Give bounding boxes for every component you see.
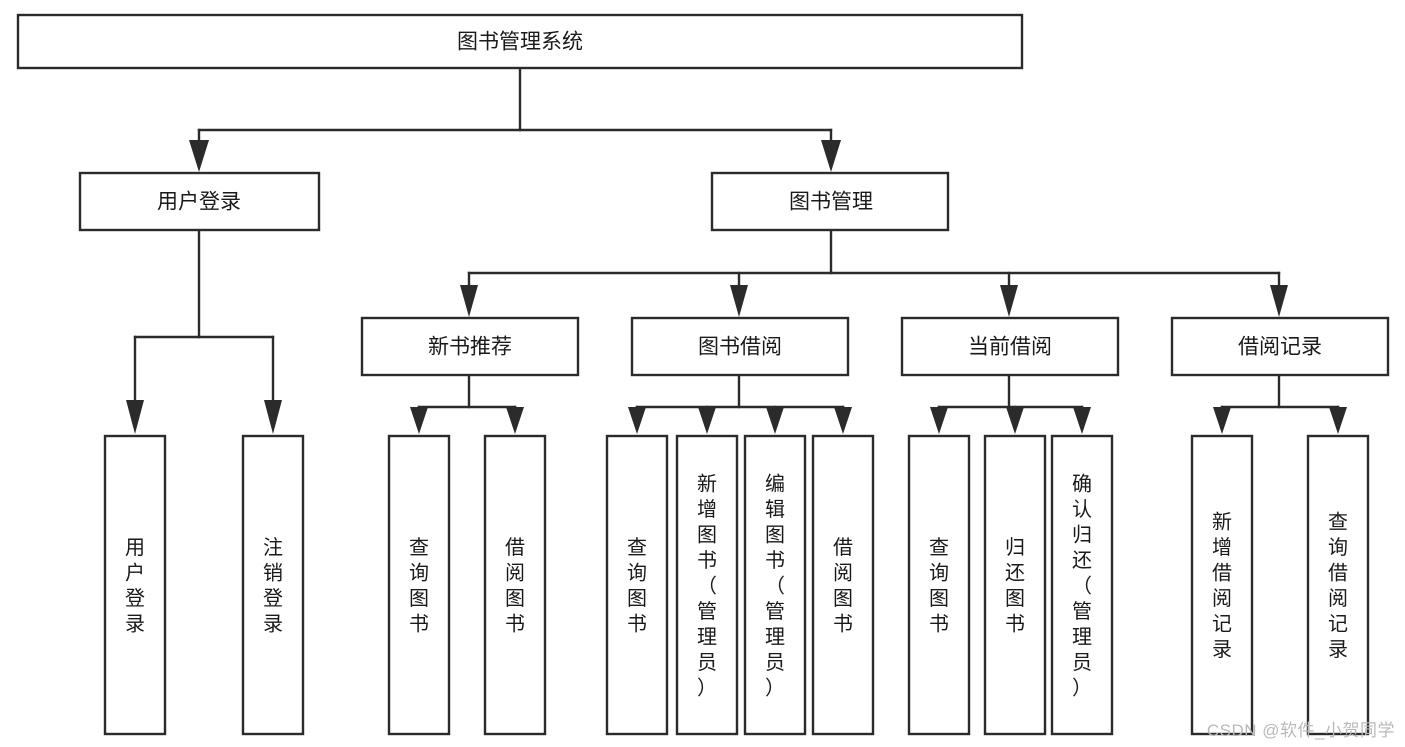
arrow-head-leaf-user-login [126,400,144,434]
connector-layer [126,66,1347,434]
node-leaf-6-box [743,434,807,736]
node-current-borrowing-box [900,316,1120,377]
node-root-label: 图书管理系统 [457,31,583,54]
node-leaf-3-box [483,434,547,736]
node-leaf-11[interactable]: 新增借阅记录 [1190,434,1254,736]
node-leaf-6-label: 编辑图书（管理员） [765,472,785,699]
arrow-head-currentborrow-leaf-3 [1073,407,1091,434]
arrow-head-current-borrow [1000,285,1018,317]
node-leaf-10-box [1050,434,1114,736]
node-leaf-1-label: 注销登录 [263,536,283,636]
node-leaf-4[interactable]: 查询图书 [605,434,669,736]
node-book-borrowing-box [630,316,850,377]
node-root-box [16,13,1024,70]
arrow-head-currentborrow-leaf-1 [930,407,948,434]
arrow-head-bookborrow-leaf-1 [628,407,646,434]
node-borrowing-record-label: 借阅记录 [1238,336,1322,359]
arrow-head-bookborrow-leaf-2 [698,407,716,434]
node-borrowing-record[interactable]: 借阅记录 [1170,316,1390,377]
node-user-login-box [78,171,321,232]
node-leaf-9[interactable]: 归还图书 [983,434,1047,736]
arrow-head-borrowrecord-leaf-2 [1329,407,1347,434]
arrow-head-newbook-leaf-2 [506,407,524,434]
arrow-head-book-mgmt [821,140,841,172]
node-leaf-5-box [675,434,739,736]
node-leaf-10[interactable]: 确认归还（管理员） [1050,434,1114,736]
node-leaf-2-label: 查询图书 [409,536,429,636]
node-leaf-9-box [983,434,1047,736]
node-leaf-0-label: 用户登录 [125,537,145,636]
arrow-head-currentborrow-leaf-2 [1006,407,1024,434]
node-leaf-0[interactable]: 用户登录 [103,434,167,736]
arrow-head-newbook-leaf-1 [410,407,428,434]
node-new-book-recommendation[interactable]: 新书推荐 [360,316,580,377]
node-leaf-7[interactable]: 借阅图书 [811,434,875,736]
node-root-book-management-system[interactable]: 图书管理系统 [16,13,1024,70]
node-leaf-5[interactable]: 新增图书（管理员） [675,434,739,736]
node-leaf-1[interactable]: 注销登录 [241,434,305,736]
node-book-management[interactable]: 图书管理 [710,171,950,232]
node-leaf-3[interactable]: 借阅图书 [483,434,547,736]
node-current-borrowing[interactable]: 当前借阅 [900,316,1120,377]
node-leaf-5-label: 新增图书（管理员） [697,472,717,699]
node-leaf-8[interactable]: 查询图书 [907,434,971,736]
node-book-management-label: 图书管理 [789,191,873,214]
node-leaf-11-label: 新增借阅记录 [1212,511,1232,662]
node-current-borrowing-label: 当前借阅 [968,336,1052,359]
node-leaf-8-box [907,434,971,736]
node-leaf-4-label: 查询图书 [627,536,647,636]
leaf-node-layer: 用户登录 注销登录 查询图书 借阅图书 查询图书 新增图书（管理员） 编辑图书（管理员） 借阅… [103,434,1370,736]
arrow-head-bookborrow-leaf-3 [766,407,784,434]
arrow-head-new-book-rec [460,285,478,317]
node-leaf-7-box [811,434,875,736]
arrow-head-bookborrow-leaf-4 [834,407,852,434]
node-leaf-9-label: 归还图书 [1005,536,1025,636]
node-leaf-6[interactable]: 编辑图书（管理员） [743,434,807,736]
arrow-head-borrow-record [1270,285,1288,317]
node-leaf-12-box [1306,434,1370,736]
node-new-book-recommendation-label: 新书推荐 [428,336,512,359]
node-user-login[interactable]: 用户登录 [78,171,321,232]
node-book-management-box [710,171,950,232]
node-leaf-7-label: 借阅图书 [833,536,853,636]
node-leaf-4-box [605,434,669,736]
arrow-head-leaf-logout [264,400,282,434]
arrow-head-borrowrecord-leaf-1 [1213,407,1231,434]
arrow-head-user-login [189,140,209,172]
node-leaf-0-box [103,434,167,736]
node-book-borrowing[interactable]: 图书借阅 [630,316,850,377]
node-leaf-12-label: 查询借阅记录 [1328,511,1348,662]
node-leaf-2[interactable]: 查询图书 [387,434,451,736]
arrow-head-book-borrow [730,285,748,317]
node-leaf-10-label: 确认归还（管理员） [1072,472,1092,699]
node-leaf-2-box [387,434,451,736]
node-new-book-recommendation-box [360,316,580,377]
node-book-borrowing-label: 图书借阅 [698,336,782,359]
node-borrowing-record-box [1170,316,1390,377]
node-user-login-label: 用户登录 [157,191,241,214]
node-leaf-1-box [241,434,305,736]
node-leaf-11-box [1190,434,1254,736]
node-leaf-3-label: 借阅图书 [505,536,525,636]
node-leaf-12[interactable]: 查询借阅记录 [1306,434,1370,736]
node-leaf-8-label: 查询图书 [929,536,949,636]
